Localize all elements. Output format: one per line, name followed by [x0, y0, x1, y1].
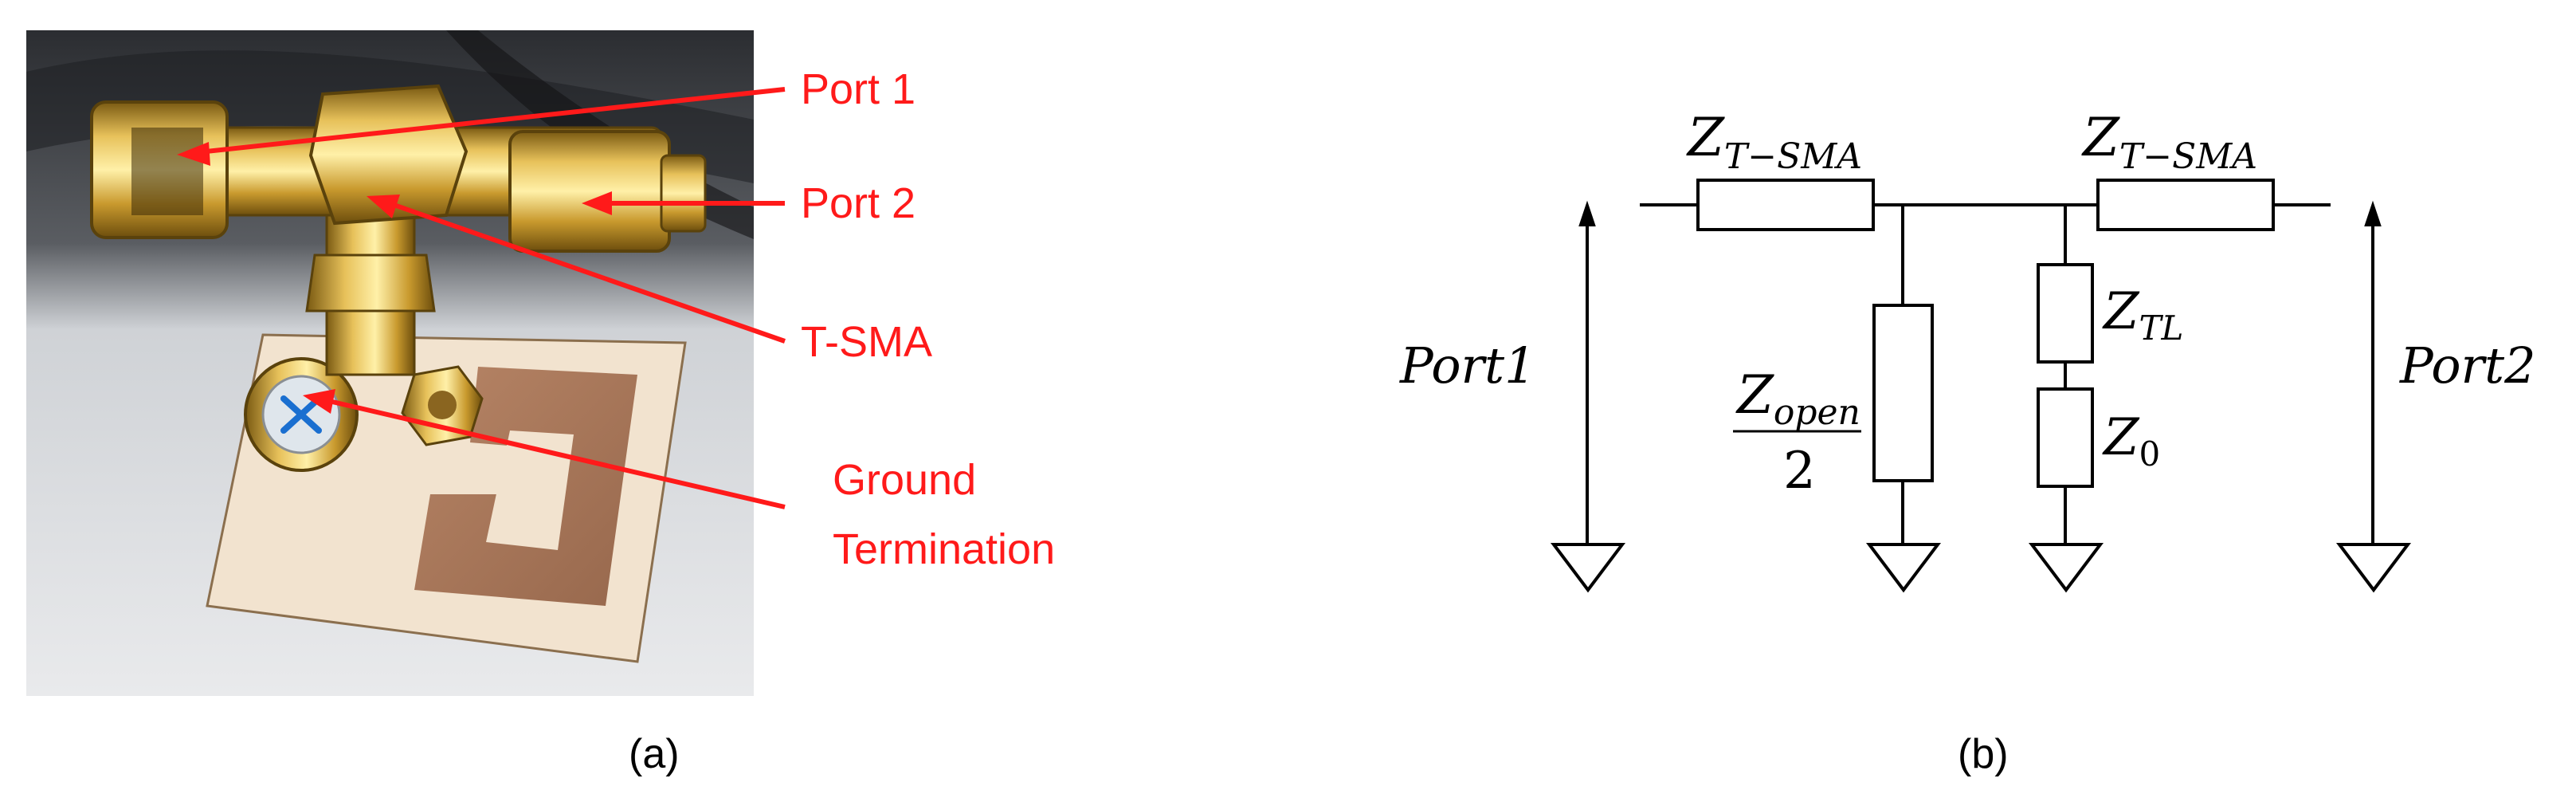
z-tl-base: Z	[2102, 282, 2140, 341]
label-port1: Port1	[1399, 336, 1536, 395]
pcb-cutout	[486, 430, 574, 550]
ground-symbol-zopen	[1865, 543, 1942, 593]
z-0-sub: 0	[2139, 434, 2160, 474]
port2-arrowhead	[2364, 200, 2382, 226]
label-z-0: Z0	[2102, 408, 2160, 474]
port2-connector-tip	[660, 154, 707, 233]
arrow-tsma	[382, 199, 786, 344]
label-port1: Port 1	[801, 65, 916, 113]
caption-b: (b)	[1958, 731, 2009, 777]
ground-symbol-port1	[1550, 543, 1626, 593]
resistor-z-tsma-left	[1696, 179, 1875, 231]
arrowhead-ground	[303, 389, 335, 414]
label-tsma: T-SMA	[801, 318, 932, 366]
label-z-tsma-right: ZT−SMA	[2081, 107, 2257, 177]
ground-symbol-port2	[2335, 543, 2412, 593]
z-tsma-right-base: Z	[2081, 107, 2120, 168]
photo-annotations	[177, 87, 786, 509]
ground-termination-part	[244, 357, 359, 472]
label-z-tl: ZTL	[2102, 282, 2183, 348]
photo-annotation-labels: Port 1 Port 2 T-SMA Ground Termination	[801, 65, 1055, 573]
arrowhead-tsma	[367, 195, 400, 218]
caption-a: (a)	[629, 731, 680, 777]
label-z-open-denominator: 2	[1783, 442, 1816, 501]
photo-panel	[26, 30, 754, 696]
resistor-z-tl	[2037, 263, 2094, 364]
z-tl-sub: TL	[2139, 309, 2183, 348]
tsma-center-hex	[308, 84, 469, 226]
arrow-ground	[318, 396, 786, 509]
hex-nut-hole	[428, 391, 457, 419]
circuit-labels: ZT−SMA ZT−SMA Port1 Port2 Zopen 2 ZTL Z0	[1399, 107, 2536, 501]
z-tsma-left-base: Z	[1686, 107, 1725, 168]
resistor-z-tsma-right	[2096, 179, 2275, 231]
resistor-z-open	[1872, 304, 1934, 482]
z-open-sub: open	[1774, 392, 1860, 433]
z-0-base: Z	[2102, 408, 2140, 467]
label-ground: Ground	[833, 456, 976, 504]
circuit-schematic	[1550, 179, 2412, 593]
label-z-tsma-left: ZT−SMA	[1686, 107, 1862, 177]
label-port2: Port2	[2399, 336, 2536, 395]
tsma-vertical-hex	[305, 254, 436, 313]
label-port2: Port 2	[801, 179, 916, 227]
arrow-port1	[190, 87, 786, 155]
ground-symbol-z0	[2028, 543, 2104, 593]
label-termination: Termination	[833, 525, 1055, 573]
port1-arrowhead	[1578, 200, 1596, 226]
resistor-z-0	[2037, 387, 2094, 488]
arrowhead-port2	[582, 191, 612, 215]
port1-connector-face	[131, 128, 203, 215]
port2-connector	[508, 130, 671, 253]
z-tsma-left-sub: T−SMA	[1724, 136, 1862, 177]
label-z-open: Zopen	[1735, 364, 1860, 433]
z-tsma-right-sub: T−SMA	[2119, 136, 2257, 177]
arrowhead-port1	[177, 142, 210, 166]
z-open-base: Z	[1735, 364, 1774, 426]
